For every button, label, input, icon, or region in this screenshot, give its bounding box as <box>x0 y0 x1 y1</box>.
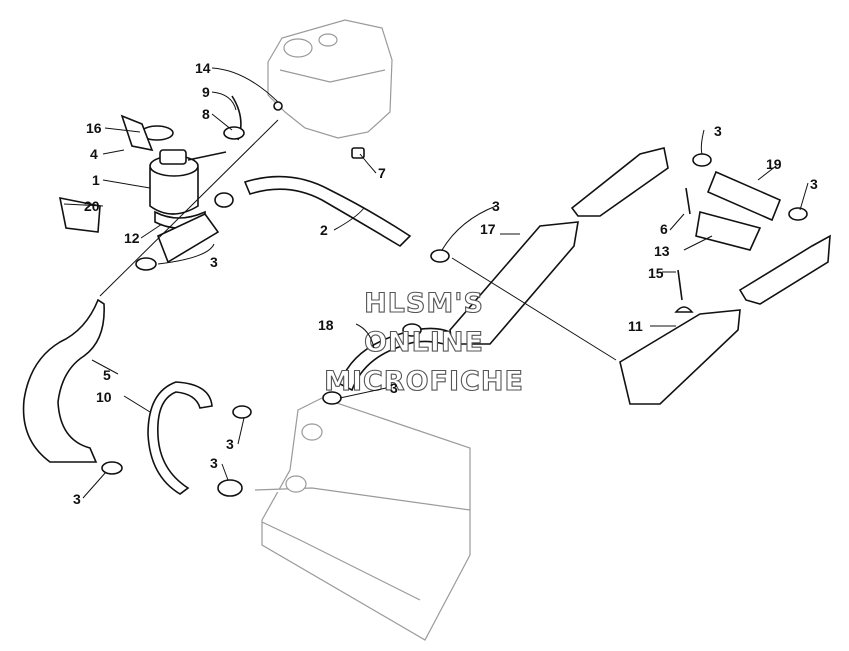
hose-5 <box>22 298 105 463</box>
callout-5: 5 <box>103 367 111 383</box>
callout-20: 20 <box>84 198 100 214</box>
fuel-tank <box>267 19 393 139</box>
callout-2: 2 <box>320 222 328 238</box>
callout-8: 8 <box>202 106 210 122</box>
callout-1: 1 <box>92 172 100 188</box>
watermark: HLSM'S ONLINE MICROFICHE <box>324 287 524 397</box>
heat-exchanger-11 <box>619 309 741 405</box>
callout-6: 6 <box>660 221 668 237</box>
callout-15: 15 <box>648 265 664 281</box>
callout-3-center: 3 <box>492 198 500 214</box>
hose-10 <box>147 381 213 495</box>
callout-3-top-left-bottle: 3 <box>210 254 218 270</box>
heat-exchanger-rail-left <box>570 147 669 217</box>
pin-6 <box>685 187 691 215</box>
callout-3-bottom-left: 3 <box>73 491 81 507</box>
callout-3-top-right: 3 <box>714 123 722 139</box>
callout-7: 7 <box>378 165 386 181</box>
callout-17: 17 <box>480 221 496 237</box>
hose-19 <box>706 170 782 222</box>
callout-19: 19 <box>766 156 782 172</box>
watermark-line-2: ONLINE <box>364 327 484 358</box>
heat-exchanger-17 <box>449 221 579 345</box>
callouts: 14 9 8 16 4 1 20 12 7 2 3 3 17 3 19 3 6 … <box>73 60 818 507</box>
callout-14: 14 <box>195 60 211 76</box>
callout-10: 10 <box>96 389 112 405</box>
grommet-15 <box>674 306 694 313</box>
watermark-line-3: MICROFICHE <box>324 366 524 397</box>
bracket-13 <box>695 211 762 251</box>
callout-9: 9 <box>202 84 210 100</box>
callout-3-hose-10-upper: 3 <box>226 436 234 452</box>
callout-3-hose-10-lower: 3 <box>210 455 218 471</box>
hose-2 <box>243 175 412 248</box>
callout-18: 18 <box>318 317 334 333</box>
callout-11: 11 <box>628 318 643 334</box>
callout-3-far-right: 3 <box>810 176 818 192</box>
clamp-group <box>101 153 808 497</box>
heat-exchanger-rail-right <box>738 234 831 305</box>
callout-12: 12 <box>124 230 140 246</box>
callout-4: 4 <box>90 146 98 162</box>
callout-13: 13 <box>654 243 670 259</box>
fitting-14 <box>273 101 283 111</box>
pin-15 <box>677 269 683 301</box>
callout-16: 16 <box>86 120 102 136</box>
watermark-line-1: HLSM'S <box>364 288 484 319</box>
hose-18 <box>339 327 452 392</box>
coolant-bottle <box>58 95 245 264</box>
callout-3-hose-18: 3 <box>390 380 398 396</box>
leader-lines <box>63 67 809 499</box>
tunnel-panel <box>254 397 471 641</box>
